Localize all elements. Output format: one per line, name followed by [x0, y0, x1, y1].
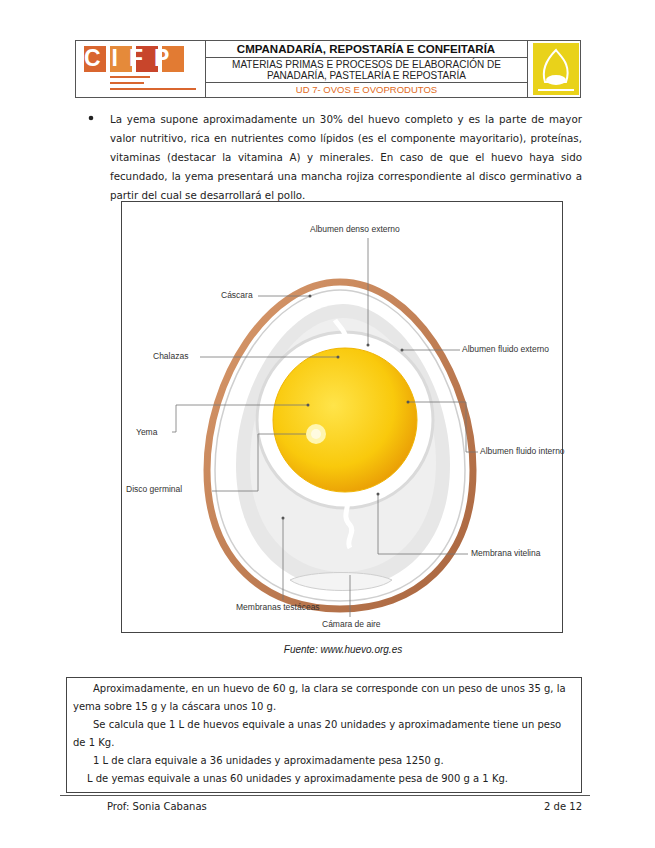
logo-text: CIFP: [84, 44, 184, 73]
part-label: Membranas testáceas: [236, 602, 320, 613]
node-text: Se calcula que 1 L de huevos equivale a …: [73, 716, 575, 752]
part-label: Membrana vitelina: [471, 548, 540, 559]
leader-lines: [172, 238, 478, 617]
info-box: Aproximadamente, en un huevo de 60 g, la…: [66, 677, 582, 793]
node-text: L de yemas equivale a unas 60 unidades y…: [73, 770, 575, 788]
page-number: 2 de 12: [520, 800, 582, 813]
node-text: 1 L de clara equivale a 36 unidades y ap…: [73, 752, 575, 770]
figure-frame: [122, 202, 563, 633]
header-table: [76, 40, 581, 98]
node-text: UD 7- OVOS E OVOPRODUTOS: [208, 83, 525, 96]
figure-caption: Fuente: www.huevo.org.es: [200, 643, 486, 656]
part-label: Cáscara: [221, 290, 253, 301]
header-cell: MATERIAS PRIMAS E PROCESOS DE ELABORACIÓ…: [206, 58, 527, 82]
header-title: CMPANADARÍA, REPOSTARÍA E CONFEITARÍA: [205, 42, 527, 56]
part-label: Cámara de aire: [322, 619, 381, 630]
header-cell: UD 7- OVOS E OVOPRODUTOS: [206, 83, 527, 96]
egg-illustration: [207, 282, 473, 609]
part-label: Chalazas: [153, 351, 188, 362]
part-label: Albumen fluido interno: [480, 446, 565, 457]
part-label: Albumen fluido externo: [462, 344, 549, 355]
bullet-dot: [89, 116, 94, 121]
part-label: Albumen denso externo: [310, 224, 400, 235]
footer-rule: [60, 795, 590, 796]
footer-author: Prof: Sonia Cabanas: [107, 800, 207, 813]
school-logo: [533, 43, 579, 95]
part-label: Yema: [136, 427, 157, 438]
part-label: Disco germinal: [126, 484, 182, 495]
node-text: MATERIAS PRIMAS E PROCESOS DE ELABORACIÓ…: [208, 59, 525, 81]
node-text: Aproximadamente, en un huevo de 60 g, la…: [73, 680, 575, 716]
body-paragraph: La yema supone aproximadamente un 30% de…: [110, 110, 582, 205]
